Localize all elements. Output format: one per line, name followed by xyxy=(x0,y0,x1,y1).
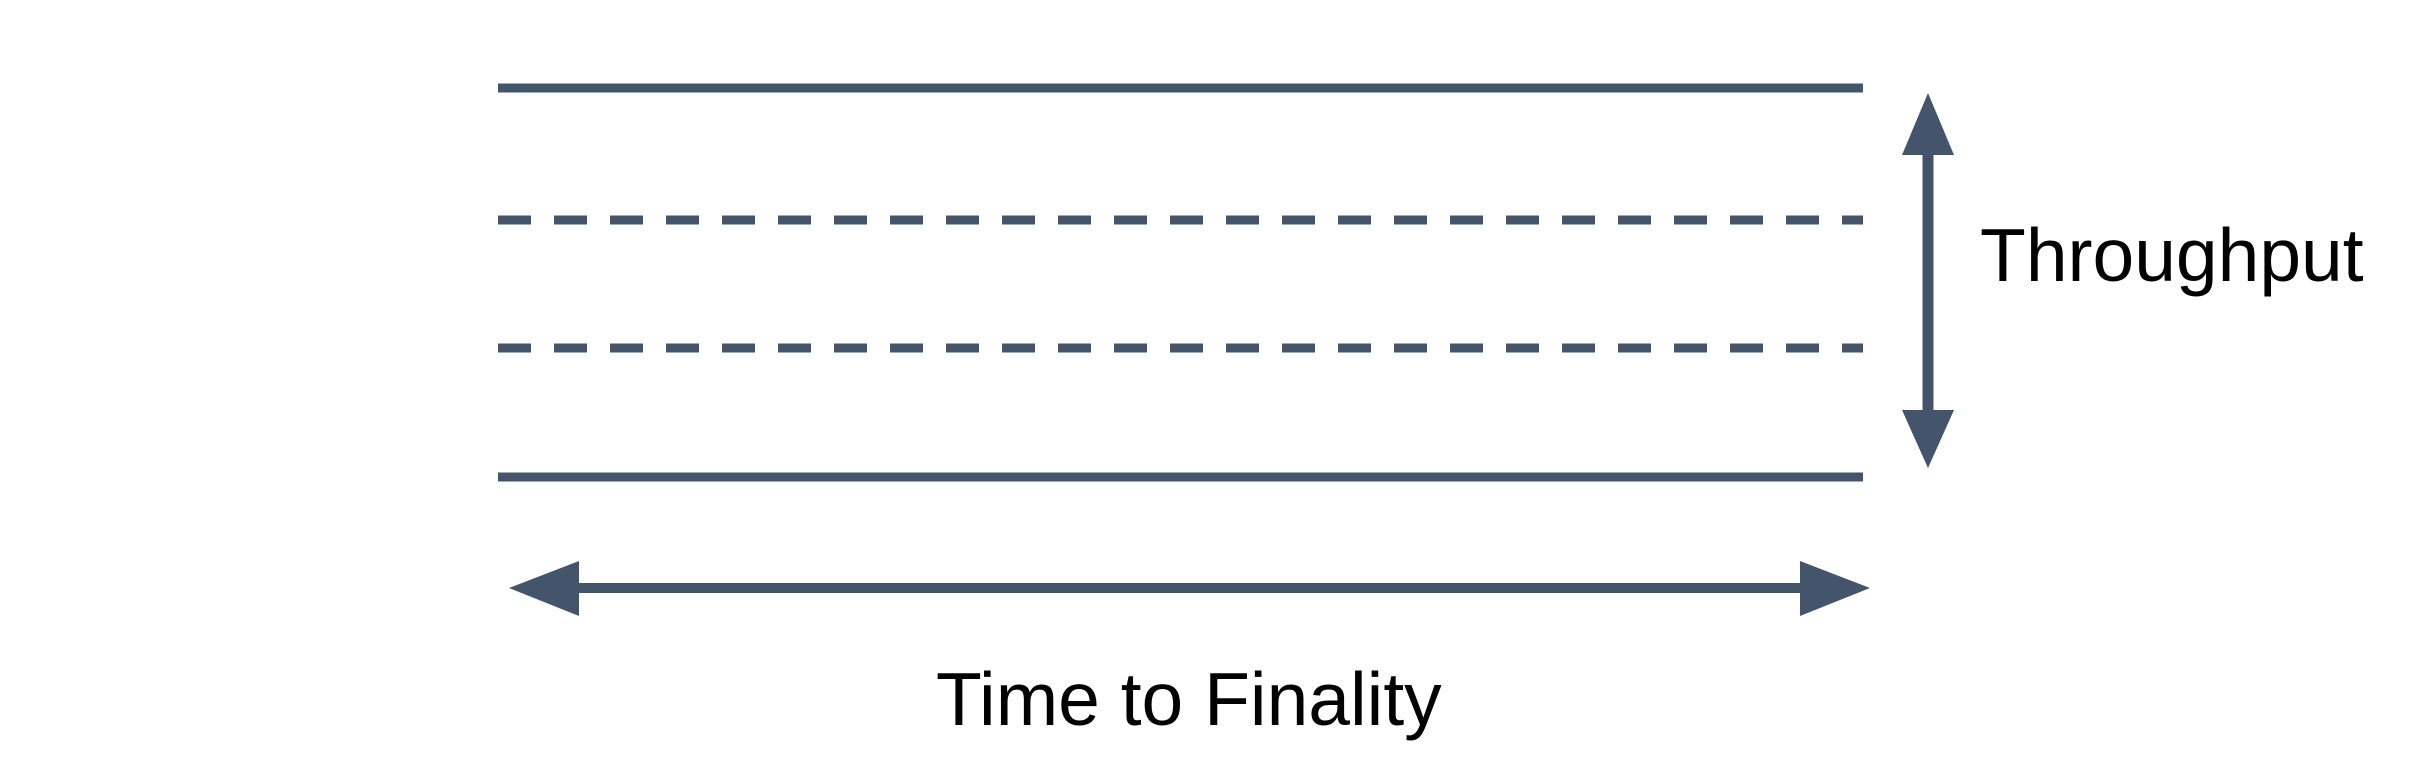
throughput-arrow-head-up xyxy=(1902,93,1954,155)
throughput-arrow-head-down xyxy=(1902,410,1954,468)
throughput-axis-label: Throughput xyxy=(1980,213,2364,297)
time-to-finality-arrow xyxy=(509,561,1870,616)
time-to-finality-arrow-head-left xyxy=(509,561,579,616)
time-to-finality-arrow-head-right xyxy=(1800,561,1870,616)
time-to-finality-axis-label: Time to Finality xyxy=(936,657,1442,741)
time-to-finality-arrow-shaft xyxy=(575,583,1803,593)
throughput-arrow-shaft xyxy=(1922,150,1934,415)
throughput-arrow xyxy=(1902,93,1954,468)
